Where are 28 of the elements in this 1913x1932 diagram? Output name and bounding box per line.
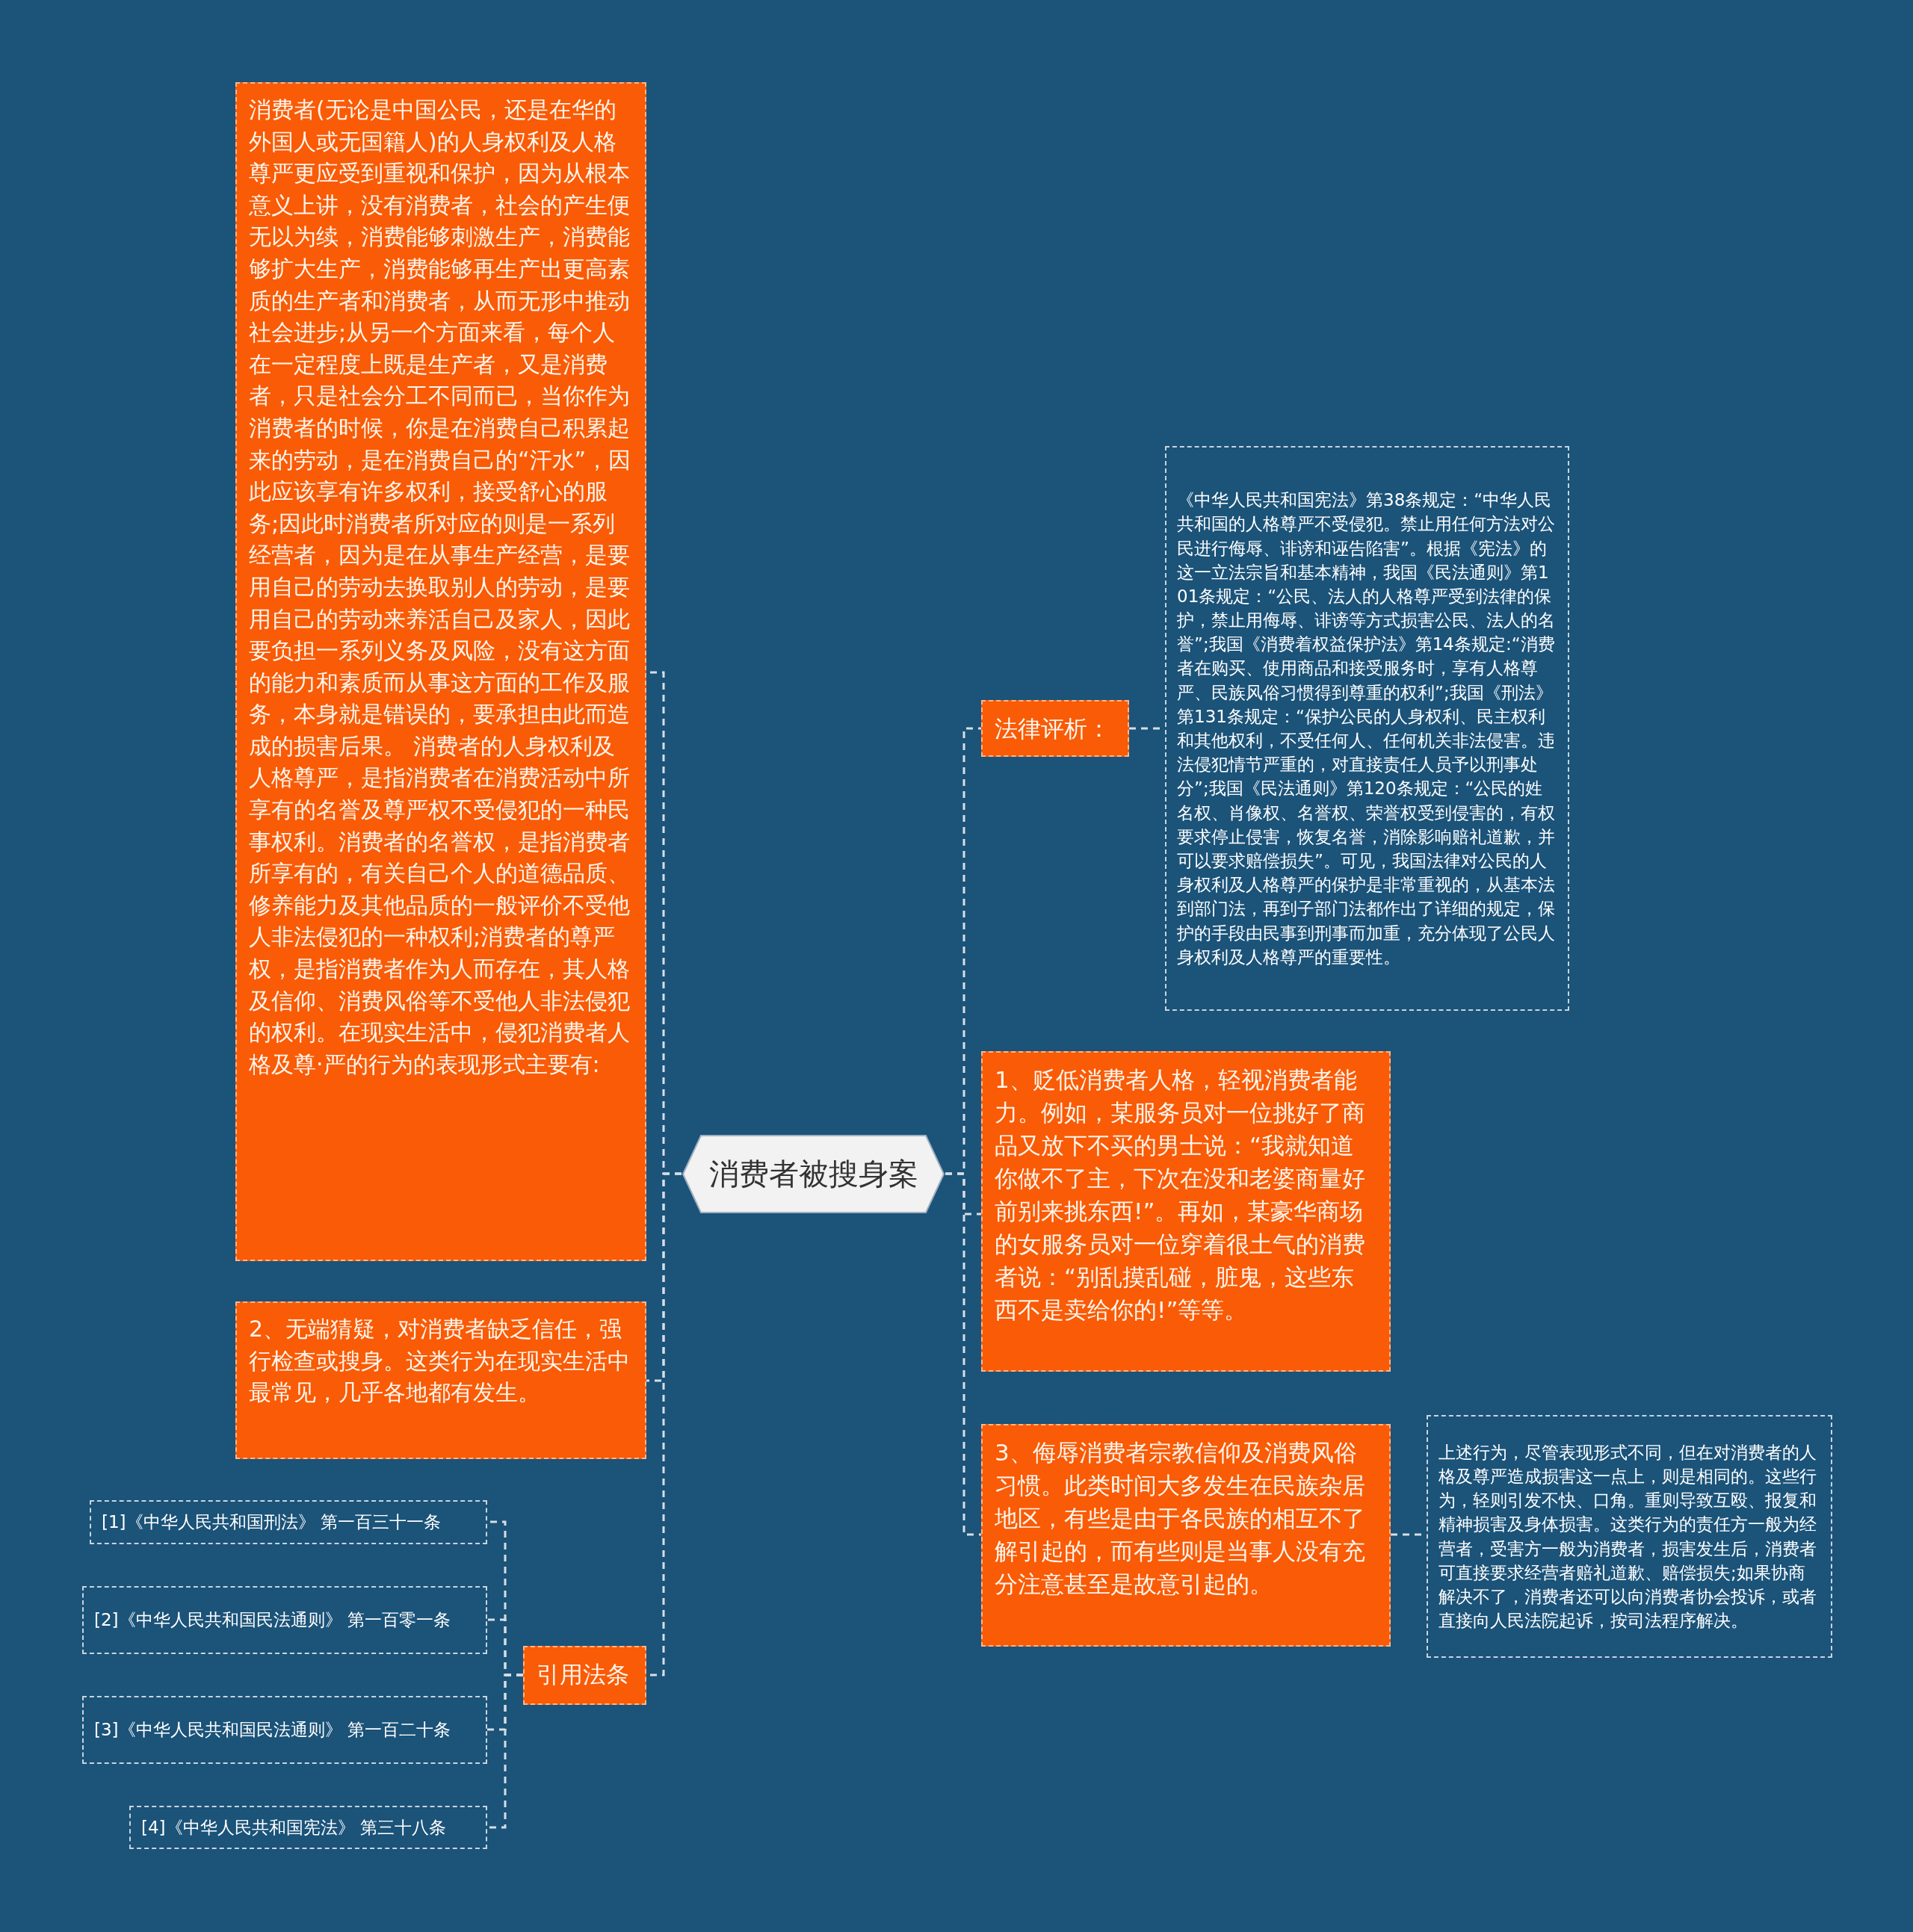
note-text: [2]《中华人民共和国民法通则》 第一百零一条 <box>94 1609 451 1632</box>
branch-box <box>235 82 646 1261</box>
note-text: [3]《中华人民共和国民法通则》 第一百二十条 <box>94 1719 451 1741</box>
branch-text: 消费者(无论是中国公民，还是在华的外国人或无国籍人)的人身权利及人格尊严更应受到重视和保护，因为从根本意义上讲，没有消费者，社会的产生便无以为续，消费能够刺激生产，消费能够扩大生产，消费能够再生产出更高素质的生产者和消费者，从而无形中推动社会进步;从另一个方面来看，每个人在一定程度上既是生产者，又是消费者，只是社会分工不同而已，当你作为消费者的时候，你是在消费自己积累起来的劳动，是在消费自己的“汗水”，因此应该享有许多权利，接受舒心的服务;因此时消费者所对应的则是一系列经营者，因为是在从事生产经营，是要用自己的劳动去换取别人的劳动，是要用自己的劳动来养活自己及家人，因此要负担一系列义务及风险，没有这方面的能力和素质而从事这方面的工作及服务，本身就是错误的，要承担由此而造成的损害后果。 消费者的人身权利及人格尊严，是指消费者在消费活动中所享有的名誉及尊严权不受侵犯的一种民事权利。消费者的名誉权，是指消费者所享有的，有关自己个人的道德品质、修养能力及其他品质的一般评价不受他人非法侵犯的一种权利;消费者的尊严权，是指消费者作为人而存在，其人格及信仰、消费风俗等不受他人非法侵犯的权利。在现实生活中，侵犯消费者人格及尊·严的行为的表现形式主要有: <box>249 96 632 1079</box>
connector-line <box>487 1674 523 1829</box>
note-text: [1]《中华人民共和国刑法》 第一百三十一条 <box>102 1511 441 1534</box>
branch-text: 法律评析： <box>995 714 1111 743</box>
note-box <box>129 1806 487 1849</box>
note-box <box>1165 446 1569 1011</box>
branch-box <box>981 1424 1391 1647</box>
branch-box <box>235 1301 646 1459</box>
branch-box <box>981 1051 1391 1372</box>
note-text: 《中华人民共和国宪法》第38条规定：“中华人民共和国的人格尊严不受侵犯。禁止用任何方法对公民进行侮辱、诽谤和诬告陷害”。根据《宪法》的这一立法宗旨和基本精神，我国《民法通则》第101条规定：“公民、法人的人格尊严受到法律的保护，禁止用侮辱、诽谤等方式损害公民、法人的名誉”;我国《消费着权益保护法》第14条规定:“消费者在购买、使用商品和接受服务时，享有人格尊严、民族风俗习惯得到尊重的权利”;我国《刑法》第131条规定：“保护公民的人身权利、民主权利和其他权利，不受任何人、任何机关非法侵害。违法侵犯情节严重的，对直接责任人员予以刑事处分”;我国《民法通则》第120条规定：“公民的姓名权、肖像权、名誉权、荣誉权受到侵害的，有权要求停止侵害，恢复名誉，消除影响赔礼道歉，并可以要求赔偿损失”。可见，我国法律对公民的人身权利及人格尊严的保护是非常重视的，从基本法到部门法，再到子部门法都作出了详细的规定，保护的手段由民事到刑事而加重，充分体现了公民人身权利及人格尊严的重要性。 <box>1177 489 1556 968</box>
connector-line <box>945 1172 981 1536</box>
note-text: 上述行为，尽管表现形式不同，但在对消费者的人格及尊严造成损害这一点上，则是相同的。这些行为，轻则引发不快、口角。重则导致互殴、报复和精神损害及身体损害。这类行为的责任方一般为经营者，受害方一般为消费者，损害发生后，消费者可直接要求经营者赔礼道歉、赔偿损失;如果协商解决不了，消费者还可以向消费者协会投诉，或者直接向人民法院起诉，按司法程序解决。 <box>1438 1441 1817 1632</box>
note-box <box>1427 1415 1832 1658</box>
branch-text: 3、侮辱消费者宗教信仰及消费风俗习惯。此类时间大多发生在民族杂居地区，有些是由于各民族的相互不了解引起的，而有些则是当事人没有充分注意甚至是故意引起的。 <box>995 1438 1366 1600</box>
note-box <box>82 1586 487 1654</box>
note-box <box>82 1696 487 1764</box>
topic-title: 消费者被搜身案 <box>708 1156 918 1192</box>
branch-text: 1、贬低消费者人格，轻视消费者能力。例如，某服务员对一位挑好了商品又放下不买的男士说：“我就知道你做不了主，下次在没和老婆商量好前别来挑东西!”。再如，某豪华商场的女服务员对一位穿着很土气的消费者说：“别乱摸乱碰，脏鬼，这些东西不是卖给你的!”等等。 <box>995 1065 1366 1325</box>
branch-box <box>981 700 1129 757</box>
topic-hexagon <box>682 1134 945 1214</box>
note-box <box>90 1500 487 1544</box>
branch-text: 2、无端猜疑，对消费者缺乏信任，强行检查或搜身。这类行为在现实生活中最常见，几乎各地都有发生。 <box>249 1315 631 1408</box>
note-text: [4]《中华人民共和国宪法》 第三十八条 <box>141 1816 446 1839</box>
branch-text: 引用法条 <box>537 1660 630 1689</box>
branch-box <box>523 1646 646 1705</box>
